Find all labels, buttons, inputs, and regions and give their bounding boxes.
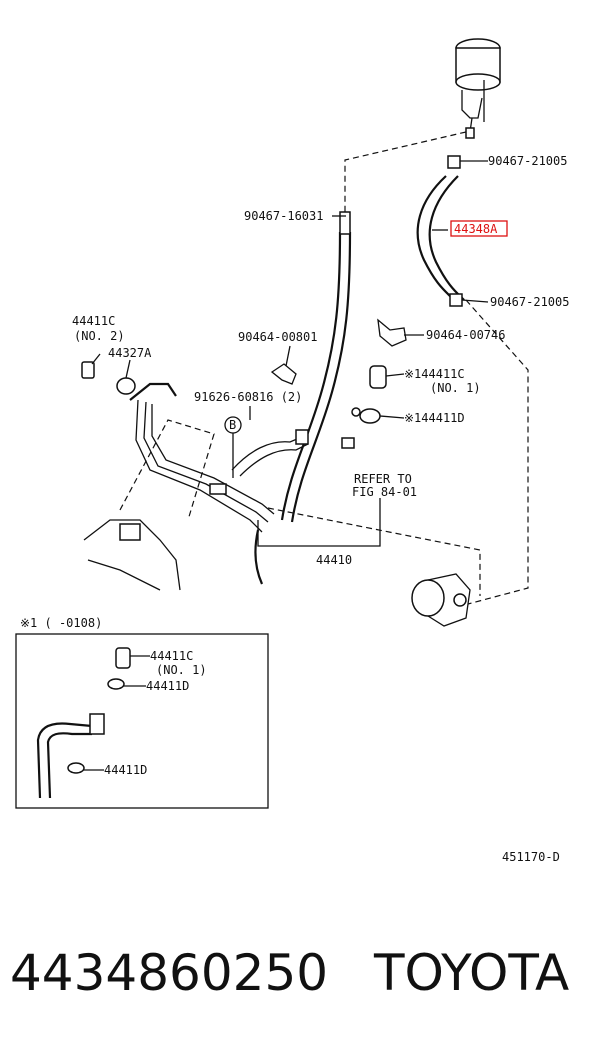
footer-brand: TOYOTA xyxy=(373,944,569,1002)
pressure-pipe-assembly xyxy=(129,382,381,585)
label-refer-to: REFER TO xyxy=(354,472,412,486)
label-44411C-no1-sub: (NO. 1) xyxy=(430,381,481,395)
label-44348A: 44348A xyxy=(454,222,498,236)
footer-part-number: 4434860250 xyxy=(10,944,328,1002)
clamp-90464-00801 xyxy=(270,363,297,385)
union-bolt-no2 xyxy=(81,361,95,379)
clamp-top xyxy=(447,155,461,169)
dashed-route-bottom xyxy=(267,507,481,596)
label-44410: 44410 xyxy=(316,553,352,567)
inset-title: ※1 ( -0108) xyxy=(20,616,102,630)
return-hose xyxy=(280,211,352,523)
label-90467-21005-bottom: 90467-21005 xyxy=(490,295,569,309)
inset-bolt xyxy=(115,647,131,669)
leader-90467-21005-bottom xyxy=(461,299,489,303)
label-44411C-no2: 44411C xyxy=(72,314,115,328)
label-refer-fig: FIG 84-01 xyxy=(352,485,417,499)
inset-label-44411C-sub: (NO. 1) xyxy=(156,663,207,677)
label-90464-00746: 90464-00746 xyxy=(426,328,505,342)
callout-B-text: B xyxy=(229,418,236,432)
gasket-44411D xyxy=(351,407,381,424)
inset-label-44411D-top: 44411D xyxy=(146,679,189,693)
union-bolt-no1 xyxy=(369,365,387,389)
power-steering-pump xyxy=(411,573,471,627)
label-44411C-no2-sub: (NO. 2) xyxy=(74,329,125,343)
steering-gear xyxy=(83,419,215,591)
highlight-box-44348A xyxy=(450,220,508,237)
clamp-bottom xyxy=(449,293,463,307)
pipe-fitting xyxy=(341,437,355,449)
inset-gasket-top xyxy=(107,678,125,690)
label-44411D: ※144411D xyxy=(404,411,465,425)
leader-90464-00801 xyxy=(285,345,291,367)
label-90467-16031: 90467-16031 xyxy=(244,209,323,223)
leader-44327A xyxy=(125,359,131,379)
part-44327A xyxy=(116,377,136,395)
dashed-route-right xyxy=(465,299,529,605)
inset-label-44411C: 44411C xyxy=(150,649,193,663)
callout-B: B xyxy=(224,416,242,478)
leader-44411C-no1 xyxy=(385,373,405,377)
inset-label-44411D-bottom: 44411D xyxy=(104,763,147,777)
label-90467-21005-top: 90467-21005 xyxy=(488,154,567,168)
inset-box xyxy=(15,633,269,809)
clamp-90464-00746 xyxy=(377,318,407,347)
dashed-route-top xyxy=(344,131,467,212)
leader-44411C-no2 xyxy=(91,353,101,365)
figure-code: 451170-D xyxy=(502,850,560,864)
reservoir-tank xyxy=(455,38,501,139)
inset-gasket-bottom xyxy=(67,762,85,774)
leader-44411D xyxy=(379,415,405,419)
hose-44348A xyxy=(416,175,465,301)
inset-pipe xyxy=(36,713,105,799)
label-44327A: 44327A xyxy=(108,346,152,360)
label-90464-00801: 90464-00801 xyxy=(238,330,317,344)
label-44411C-no1: ※144411C xyxy=(404,367,465,381)
label-91626-60816: 91626-60816 (2) xyxy=(194,390,302,404)
